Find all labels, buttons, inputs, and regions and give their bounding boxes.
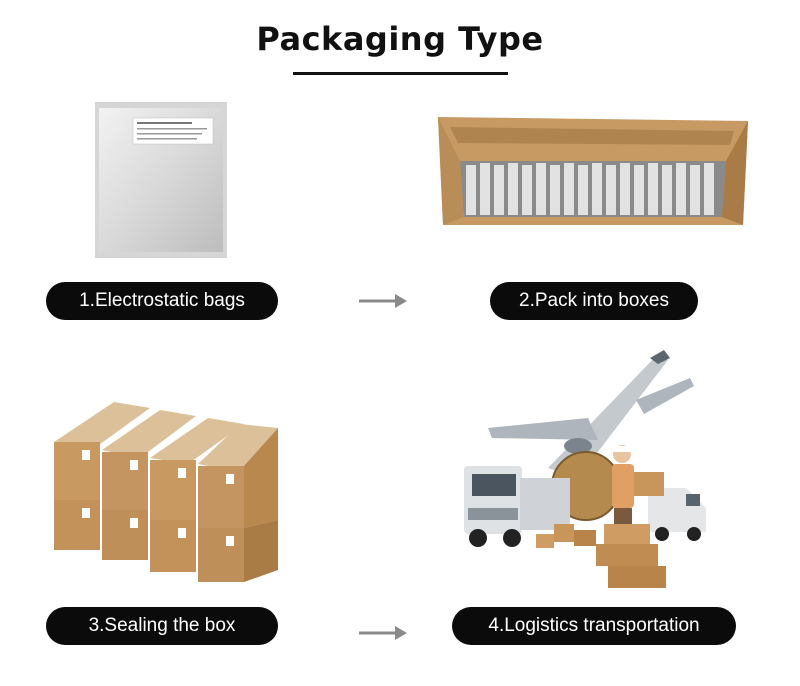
logistics-image xyxy=(464,350,706,588)
step-4-label: 4.Logistics transportation xyxy=(452,607,736,645)
sealed-boxes-image xyxy=(54,402,278,582)
step-3-label: 3.Sealing the box xyxy=(46,607,278,645)
title-underline xyxy=(293,72,508,75)
step-2-label: 2.Pack into boxes xyxy=(490,282,698,320)
arrow-right-icon xyxy=(359,626,407,640)
arrow-right-icon xyxy=(359,294,407,308)
page-title: Packaging Type xyxy=(256,20,544,58)
electrostatic-bag-image xyxy=(95,102,227,258)
step-1-label: 1.Electrostatic bags xyxy=(46,282,278,320)
packed-box-image xyxy=(438,117,748,225)
